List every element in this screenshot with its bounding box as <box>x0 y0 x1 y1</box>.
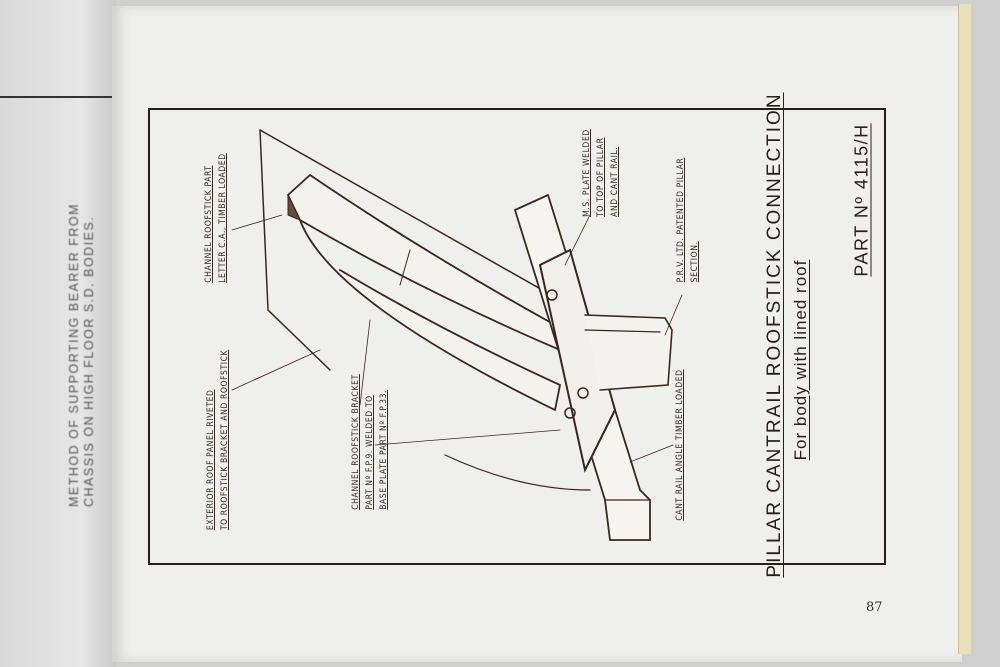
callout-roofstick-bracket: CHANNEL ROOFSTICK BRACKET PART Nº F.P.9.… <box>349 374 391 510</box>
callout-line: CHANNEL ROOFSTICK BRACKET <box>351 374 361 510</box>
callout-ms-plate: M.S. PLATE WELDED TO TOP OF PILLAR AND C… <box>580 129 622 217</box>
callout-line: TO TOP OF PILLAR <box>596 137 606 217</box>
left-page <box>0 0 116 667</box>
callout-prv-pillar: P.R.V. LTD. PATENTED PILLAR SECTION. <box>674 158 702 283</box>
callout-line: PART Nº F.P.9. WELDED TO <box>365 395 375 510</box>
drawing-subtitle: For body with lined roof <box>791 259 810 461</box>
left-page-rule <box>0 96 116 98</box>
callout-line: CHANNEL ROOFSTICK PART <box>204 165 214 283</box>
part-number: PART Nº 4115/H <box>851 123 872 277</box>
drawing-frame <box>148 108 886 565</box>
callout-channel-roofstick: CHANNEL ROOFSTICK PART LETTER C.A., TIMB… <box>202 153 230 283</box>
drawing-title: PILLAR CANTRAIL ROOFSTICK CONNECTION <box>764 92 785 578</box>
callout-line: SECTION. <box>690 241 700 283</box>
callout-line: LETTER C.A., TIMBER LOADED <box>218 153 228 283</box>
callout-line: P.R.V. LTD. PATENTED PILLAR <box>676 157 686 283</box>
callout-line: CANT RAIL ANGLE TIMBER LOADED <box>675 369 685 521</box>
callout-line: TO ROOFSTICK BRACKET AND ROOFSTICK <box>220 349 230 531</box>
page-edge <box>958 4 971 654</box>
callout-line: M.S. PLATE WELDED <box>582 129 592 217</box>
callout-exterior-roof-panel: EXTERIOR ROOF PANEL RIVETED TO ROOFSTICK… <box>204 350 232 530</box>
page-number: 87 <box>866 600 883 615</box>
callout-cant-rail: CANT RAIL ANGLE TIMBER LOADED <box>673 369 687 520</box>
callout-line: EXTERIOR ROOF PANEL RIVETED <box>206 389 216 531</box>
callout-line: BASE PLATE PART Nº F.P.33. <box>379 389 389 510</box>
callout-line: AND CANT RAIL. <box>610 146 620 217</box>
